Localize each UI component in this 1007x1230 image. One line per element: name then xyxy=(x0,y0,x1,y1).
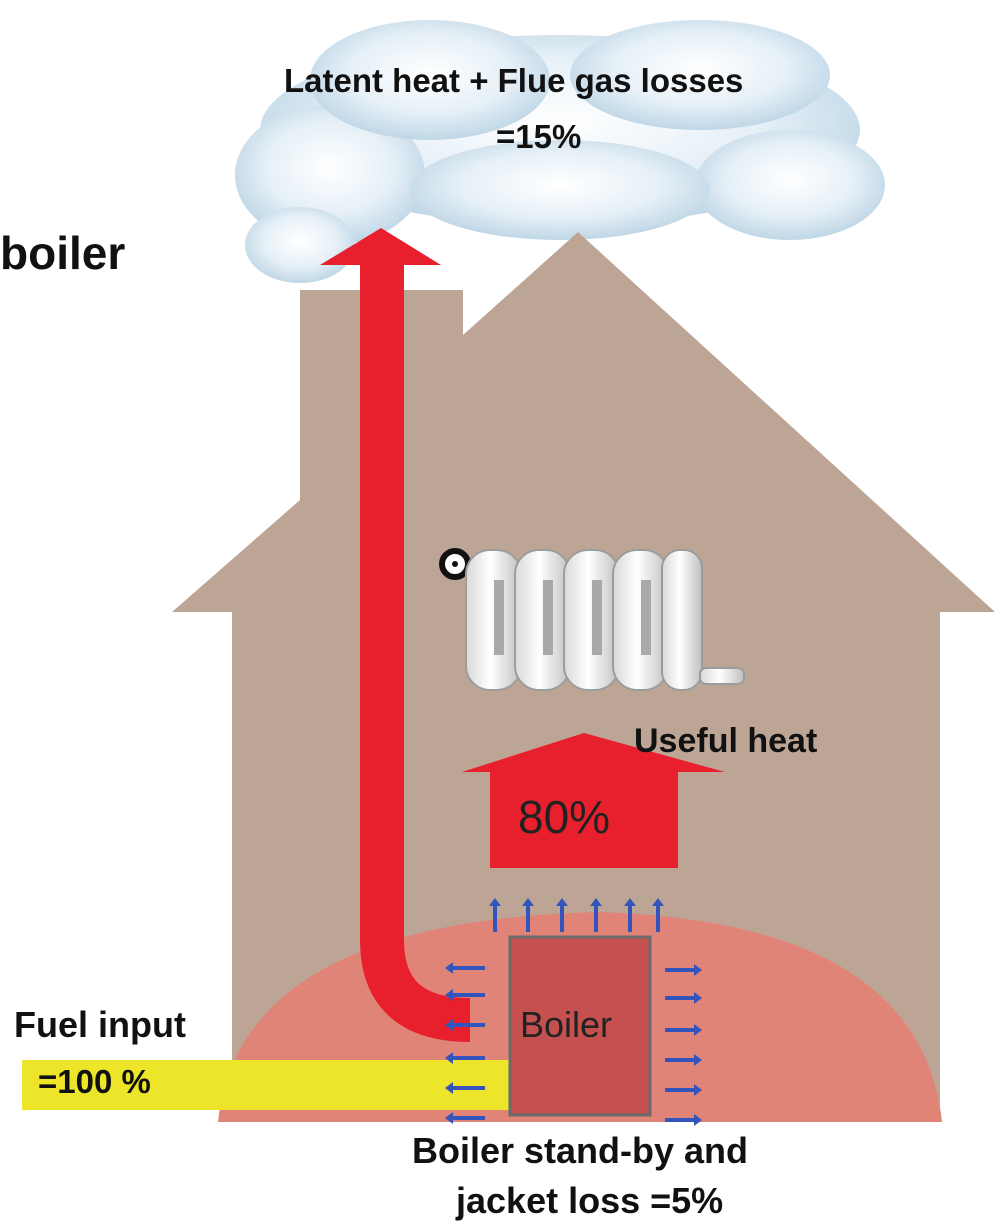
boiler-label: Boiler xyxy=(520,1004,613,1045)
loss-arrows xyxy=(445,898,702,1126)
loss-arrow-left-head xyxy=(445,1019,453,1031)
loss-arrow-up-head xyxy=(652,898,664,906)
fuel-input-bar xyxy=(22,1060,510,1110)
fuel-input-label: Fuel input xyxy=(14,1004,186,1045)
flue-loss-value: =15% xyxy=(496,118,582,155)
loss-arrow-left-head xyxy=(445,1082,453,1094)
loss-arrow-left-head xyxy=(445,1112,453,1124)
loss-arrow-up-head xyxy=(556,898,568,906)
loss-arrow-left-head xyxy=(445,1052,453,1064)
flue-loss-label: Latent heat + Flue gas losses xyxy=(284,62,744,99)
loss-arrow-right-head xyxy=(694,1024,702,1036)
loss-arrow-right-head xyxy=(694,1114,702,1126)
loss-arrow-right-head xyxy=(694,1084,702,1096)
useful-heat-arrow xyxy=(462,733,725,868)
loss-arrow-up-head xyxy=(489,898,501,906)
flue-arrow xyxy=(320,228,471,1042)
smoke-cloud xyxy=(235,20,885,283)
loss-arrow-up-head xyxy=(522,898,534,906)
loss-arrow-up-head xyxy=(590,898,602,906)
loss-arrow-up-head xyxy=(624,898,636,906)
radiator xyxy=(439,548,745,691)
fuel-input-value: =100 % xyxy=(38,1063,151,1100)
loss-arrow-left-head xyxy=(445,962,453,974)
useful-heat-value: 80% xyxy=(518,791,611,843)
loss-arrow-right-head xyxy=(694,1054,702,1066)
loss-arrow-right-head xyxy=(694,992,702,1004)
useful-heat-label: Useful heat xyxy=(634,722,818,760)
page-title: boiler xyxy=(0,227,126,279)
loss-arrow-right-head xyxy=(694,964,702,976)
boiler-box xyxy=(508,935,652,1117)
standby-loss-value: jacket loss =5% xyxy=(456,1180,724,1221)
standby-loss-label: Boiler stand-by and xyxy=(412,1130,749,1171)
loss-arrow-left-head xyxy=(445,989,453,1001)
